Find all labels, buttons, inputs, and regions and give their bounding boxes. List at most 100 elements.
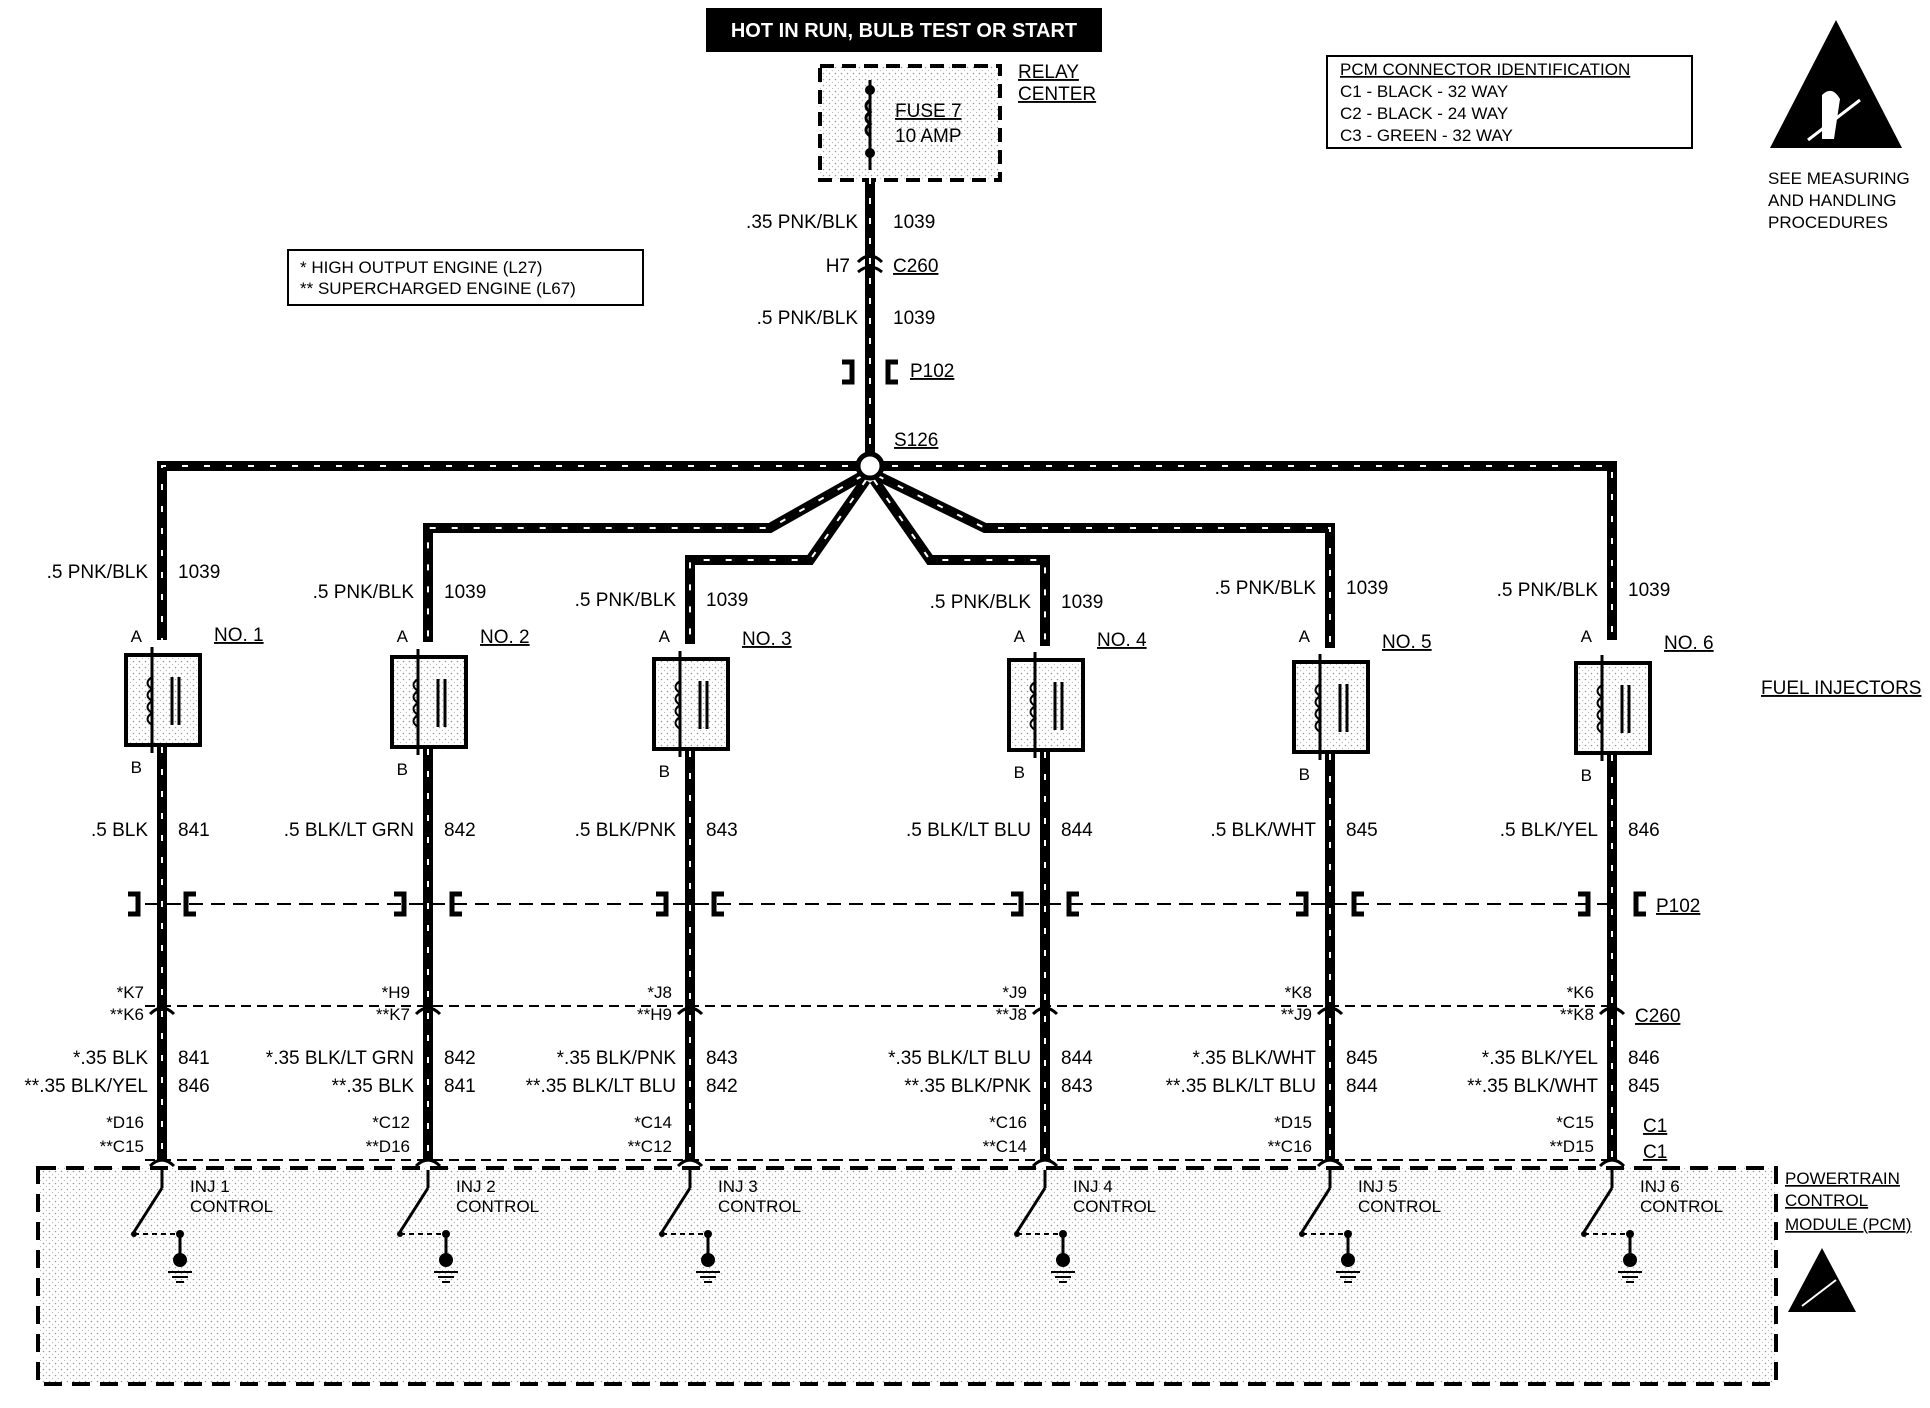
injector-supply-wire: .5 PNK/BLK: [575, 590, 677, 611]
injector-coil-icon: [1314, 683, 1322, 733]
injector-number: NO. 1: [214, 625, 264, 646]
injector-coil-icon: [412, 678, 420, 728]
pcm-pin-l67: **C15: [100, 1137, 144, 1156]
splice-s126: [855, 451, 885, 481]
c260-connector-icon: [856, 254, 884, 264]
ground-icon: [1056, 1253, 1070, 1267]
pin-b-label: B: [1581, 766, 1592, 785]
injector-number: NO. 6: [1664, 633, 1714, 654]
relay-label-2: CENTER: [1018, 84, 1096, 105]
c260-pin-icon: [414, 1006, 442, 1016]
header-box: [706, 8, 1102, 52]
switch-icon: [398, 1187, 430, 1233]
pcm-circuit-l67: 841: [444, 1076, 476, 1097]
p102-right-label: P102: [1656, 896, 1700, 917]
c260-pin-l67: **K8: [1560, 1005, 1594, 1024]
pin-a-label: A: [1014, 627, 1026, 646]
injector-box: [1574, 661, 1652, 755]
pcm-pin-l67: **C12: [628, 1137, 672, 1156]
ground-icon: [701, 1253, 715, 1267]
inj-control-label: CONTROL: [1073, 1197, 1156, 1216]
pcm-esd-icon: [1788, 1248, 1856, 1312]
inj-control-label: INJ 3: [718, 1177, 758, 1196]
injector-supply-wire: .5 PNK/BLK: [930, 592, 1032, 613]
c260-pin-l67: **K7: [376, 1005, 410, 1024]
pcm-pin-l27: *C15: [1556, 1113, 1594, 1132]
legend-line-2: ** SUPERCHARGED ENGINE (L67): [300, 279, 576, 298]
pcm-circuit-l67: 845: [1628, 1076, 1660, 1097]
c1-pin-icon: [1598, 1158, 1626, 1168]
ground-icon: [1623, 1253, 1637, 1267]
c260-pin-l27: *J8: [647, 983, 672, 1002]
injector-box: [1292, 660, 1370, 754]
legend-line-1: * HIGH OUTPUT ENGINE (L27): [300, 258, 542, 277]
c260-pin-l67: **J9: [1281, 1005, 1312, 1024]
pcm-circuit-l27: 845: [1346, 1048, 1378, 1069]
c1-label: C1: [1643, 1142, 1667, 1163]
pcm-circuit-l27: 842: [444, 1048, 476, 1069]
injector-supply-circuit: 1039: [1061, 592, 1103, 613]
injector-control-wire-label: .5 BLK: [91, 820, 148, 841]
inj-control-label: CONTROL: [456, 1197, 539, 1216]
injector-supply-circuit: 1039: [444, 582, 486, 603]
pcm-wire-l27: *.35 BLK/LT BLU: [888, 1048, 1031, 1069]
injector-supply-circuit: 1039: [706, 590, 748, 611]
switch-icon: [1015, 1187, 1047, 1233]
injector-number: NO. 2: [480, 627, 530, 648]
bus-wire: [870, 461, 1617, 640]
pcm-id-title: PCM CONNECTOR IDENTIFICATION: [1340, 60, 1630, 79]
bus-wire: [157, 461, 870, 640]
pcm-wire-l27: *.35 BLK/PNK: [557, 1048, 677, 1069]
injector-control-circuit: 843: [706, 820, 738, 841]
injector-supply-circuit: 1039: [1346, 578, 1388, 599]
pin-b-label: B: [1014, 763, 1025, 782]
c260-pin-icon: [676, 1006, 704, 1016]
pcm-pin-l27: *C16: [989, 1113, 1027, 1132]
c1-pin-icon: [676, 1158, 704, 1168]
injector-number: NO. 5: [1382, 632, 1432, 653]
injector-coil-icon: [1596, 684, 1604, 734]
c1-label: C1: [1643, 1116, 1667, 1137]
injector-number: NO. 4: [1097, 630, 1147, 651]
p102-label: P102: [910, 361, 954, 382]
c260-label: C260: [893, 256, 938, 277]
fuel-injectors-label: FUEL INJECTORS: [1761, 678, 1921, 699]
pcm-pin-l27: *C14: [634, 1113, 672, 1132]
pin-a-label: A: [131, 627, 143, 646]
pin-a-label: A: [1581, 627, 1593, 646]
pcm-label-1: POWERTRAIN: [1785, 1169, 1900, 1188]
pcm-circuit-l67: 846: [178, 1076, 210, 1097]
inj-control-label: CONTROL: [190, 1197, 273, 1216]
ground-icon: [439, 1253, 453, 1267]
injector-box: [652, 657, 730, 751]
fuse-rating: 10 AMP: [895, 126, 962, 147]
esd-text-1: SEE MEASURING: [1768, 169, 1910, 188]
pcm-wire-l27: *.35 BLK/YEL: [1482, 1048, 1598, 1069]
injector-control-wire-label: .5 BLK/LT BLU: [906, 820, 1031, 841]
esd-text-2: AND HANDLING: [1768, 191, 1896, 210]
pcm-circuit-l27: 846: [1628, 1048, 1660, 1069]
feed-wire-label-2: .5 PNK/BLK: [757, 308, 859, 329]
pcm-wire-l67: **.35 BLK/WHT: [1467, 1076, 1598, 1097]
c260-pin-l27: *K6: [1567, 983, 1594, 1002]
pcm-wire-l27: *.35 BLK: [73, 1048, 148, 1069]
injector-coil-icon: [674, 680, 682, 730]
inj-control-label: INJ 5: [1358, 1177, 1398, 1196]
inj-control-label: INJ 6: [1640, 1177, 1680, 1196]
feed-circuit-1: 1039: [893, 212, 935, 233]
pcm-circuit-l27: 844: [1061, 1048, 1093, 1069]
pcm-wire-l67: **.35 BLK/PNK: [904, 1076, 1031, 1097]
c260-pin-l67: **K6: [110, 1005, 144, 1024]
pcm-label-3: MODULE (PCM): [1785, 1215, 1912, 1234]
injector-supply-wire: .5 PNK/BLK: [313, 582, 415, 603]
pcm-id-row: C1 - BLACK - 32 WAY: [1340, 82, 1508, 101]
relay-label-1: RELAY: [1018, 62, 1079, 83]
c260-pin-l67: **J8: [996, 1005, 1027, 1024]
injector-control-circuit: 842: [444, 820, 476, 841]
injector-box: [1007, 658, 1085, 752]
